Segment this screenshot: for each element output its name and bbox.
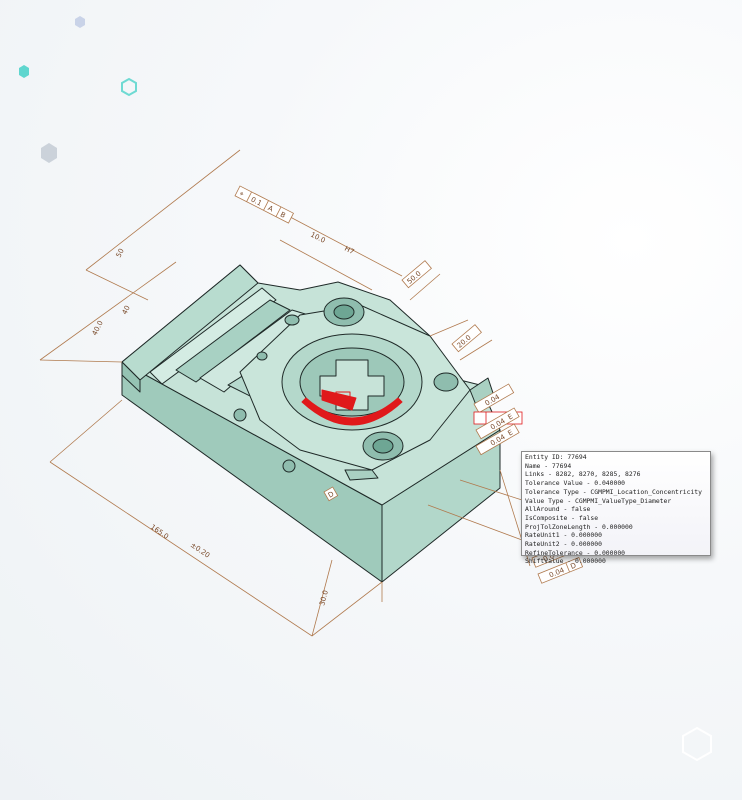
part-hole [233,408,247,422]
tooltip-line: RateUnit2 - 0.000000 [525,540,602,549]
part-hole [284,314,300,326]
part-hole [282,459,296,473]
highlighted-feature[interactable] [301,397,403,426]
part-rail-side [121,361,141,393]
fcf-datum: A [266,204,274,213]
tooltip-line: ShiftValue - 0.000000 [525,557,606,566]
tooltip-line: Value Type - CGMPMI_ValueType_Diameter [525,496,672,505]
tooltip-line: RateUnit1 - 0.000000 [525,531,602,540]
tooltip-line: Tolerance Type - CGMPMI_Location_Concent… [525,487,702,496]
cad-part[interactable] [121,264,501,583]
part-hole [372,438,394,454]
tooltip-line: Entity ID: 77694 [525,453,587,461]
dimension-annotations: ⌖ 0.1 A B 10.0 H7 50 40 40.0 50.0 20.0 1… [39,149,584,637]
pmi-info-tooltip: Entity ID: 77694 Name - 77694 Links - 82… [521,451,711,565]
dim-text: 165.0 [149,523,170,541]
fcf-datum: B [279,210,287,219]
datum-label: D [323,486,339,502]
feature-control-frame[interactable]: ⌖ 0.1 A B [234,185,294,224]
part-hole [433,372,459,392]
hexagon-icon [41,143,57,163]
tooltip-line: Links - 8282, 8270, 8285, 8276 [525,470,641,479]
tooltip-line: ProjTolZoneLength - 0.000000 [525,522,633,531]
highlighted-feature-box [335,391,351,403]
svg-text:D: D [327,490,336,500]
dim-text: 30.0 [318,589,330,606]
part-hole [333,304,355,320]
svg-text:E: E [506,413,514,422]
svg-text:D: D [569,561,577,570]
dim-text: H7 [343,245,355,257]
dim-text: 50 [115,247,126,259]
part-hole [256,351,268,361]
svg-text:E: E [506,429,514,438]
part-slot [175,299,291,383]
dim-text: 10.0 [309,231,327,245]
hexagon-icon [121,77,137,97]
dim-box: 20.0 [451,324,482,353]
highlighted-feature-inner [321,389,357,411]
tooltip-line: RefineTolerance - 0.000000 [525,548,626,557]
dim-text: 40 [121,304,132,316]
tooltip-line: IsComposite - false [525,513,599,522]
fcf-symbol: ⌖ [238,190,245,199]
part-slot [149,287,277,385]
hexagon-icon [75,16,85,28]
hexagon-icon [19,65,29,78]
part-notch [344,469,379,481]
tooltip-line: AllAround - false [525,505,591,514]
dim-box: 50.0 [401,260,432,289]
tooltip-line: Name - 77694 [525,461,572,470]
hexagon-icon [682,726,712,762]
tooltip-line: Tolerance Value - 0.040000 [525,479,626,488]
